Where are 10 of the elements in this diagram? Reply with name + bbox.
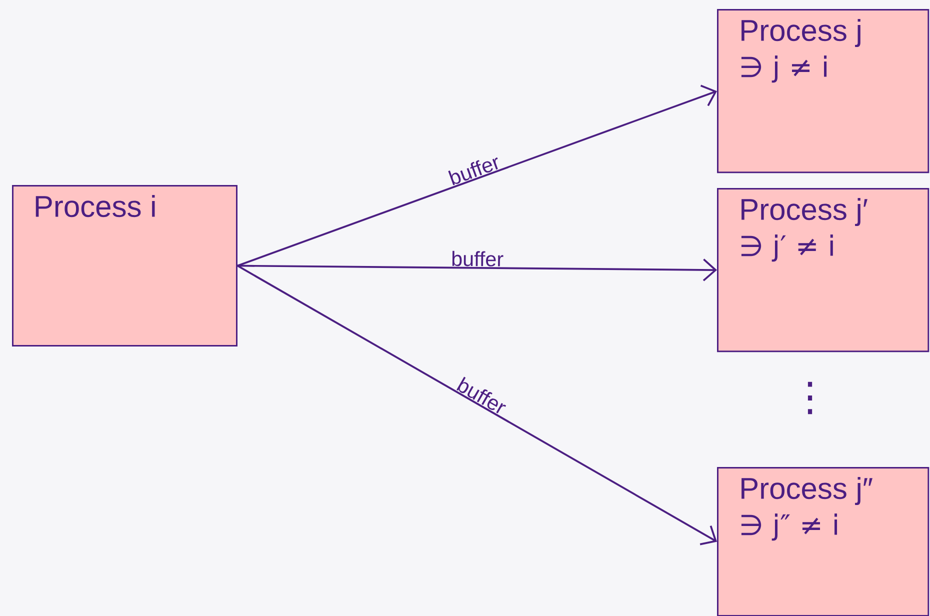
process-box: Process j′ ∋ j′ ≠ i [717, 188, 930, 352]
arrow [237, 264, 718, 546]
arrow [237, 258, 717, 282]
edge-label: buffer [448, 158, 498, 186]
process-box: Process j″ ∋ j″ ≠ i [717, 467, 930, 616]
arrow [237, 84, 717, 267]
edge-label: buffer [452, 250, 504, 266]
process-box: Process j ∋ j ≠ i [717, 9, 930, 174]
process-box: Process i [12, 185, 238, 346]
vertical-ellipsis: ⋮ [808, 382, 812, 414]
